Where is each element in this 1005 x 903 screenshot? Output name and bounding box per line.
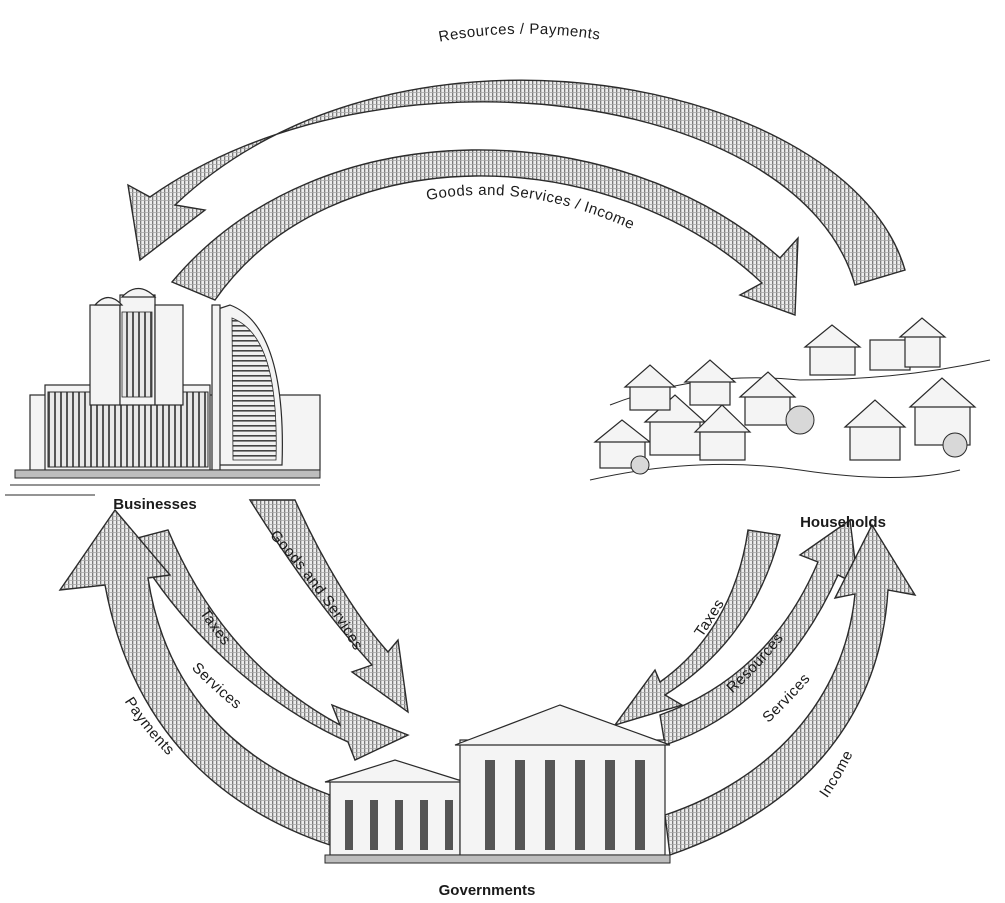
flow-label-resources-payments: Resources / Payments bbox=[437, 21, 601, 46]
households-label: Households bbox=[800, 514, 886, 531]
governments-label: Governments bbox=[439, 882, 536, 899]
businesses-label: Businesses bbox=[113, 496, 196, 513]
arrow-goods-services-income bbox=[172, 150, 798, 315]
businesses-building-icon bbox=[5, 289, 320, 496]
households-neighborhood-icon bbox=[590, 318, 990, 480]
